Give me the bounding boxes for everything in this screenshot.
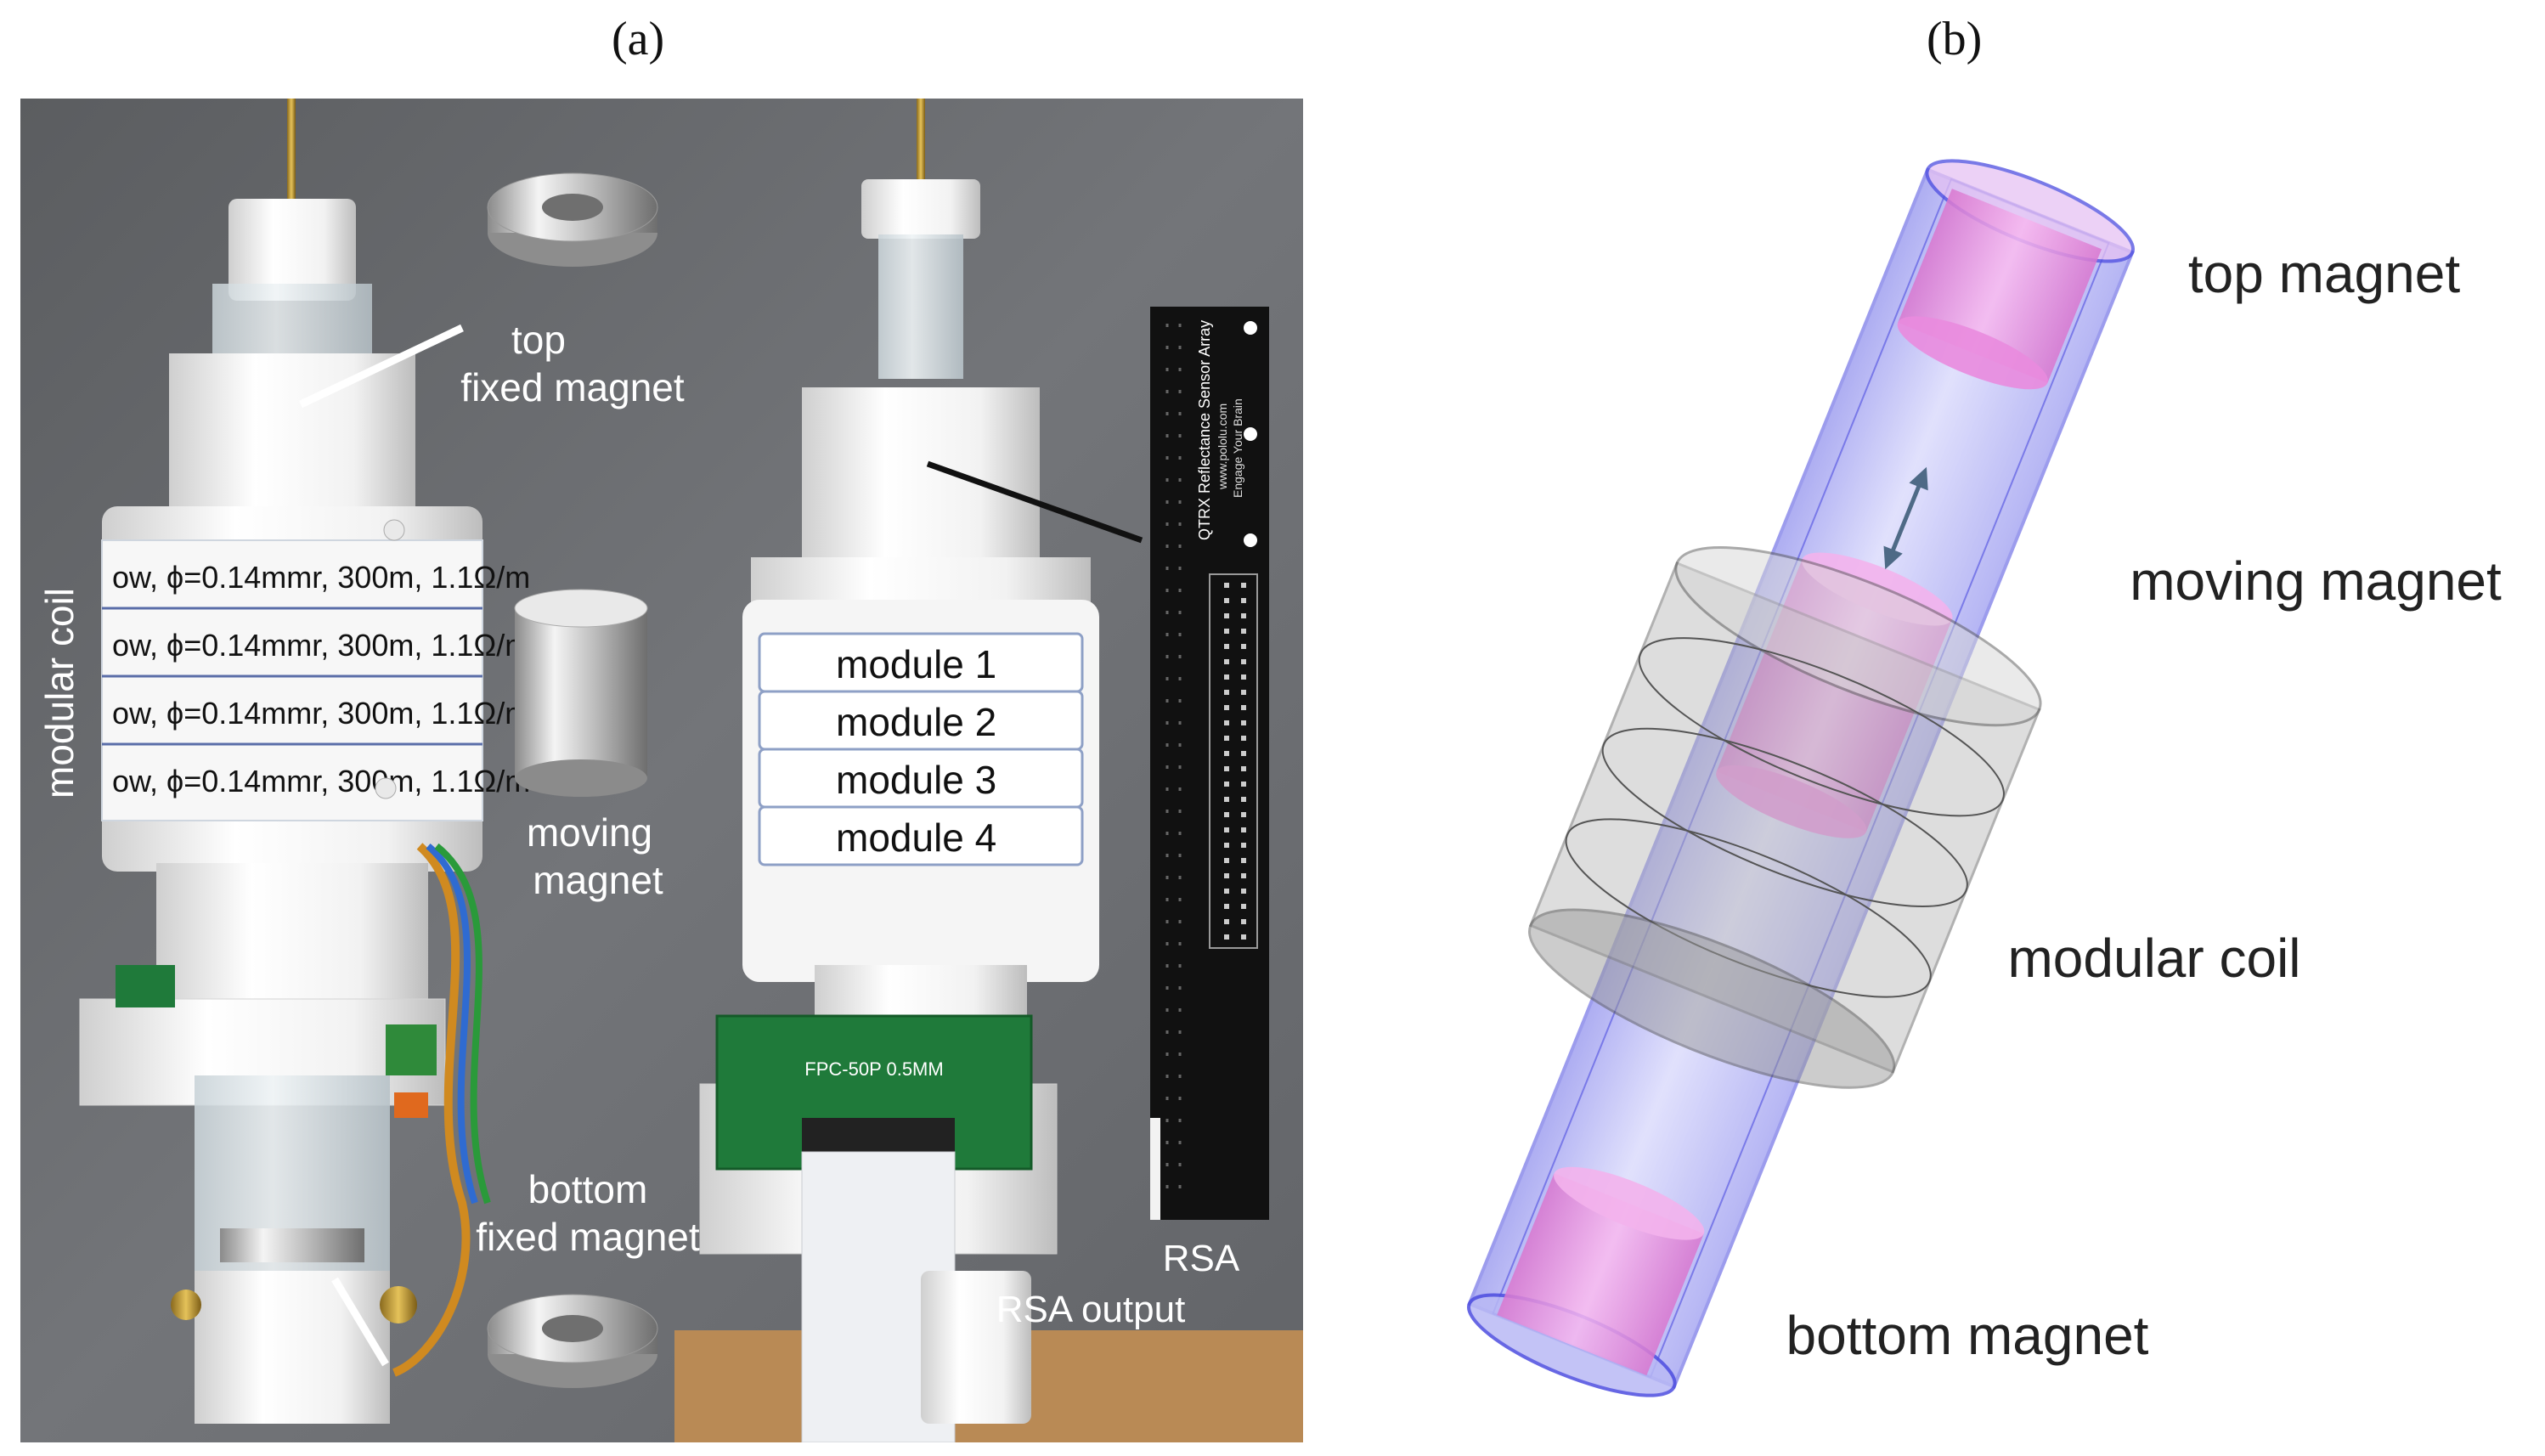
label-rsa: RSA bbox=[1163, 1238, 1240, 1279]
rsa-board: QTRX Reflectance Sensor Array www.pololu… bbox=[1150, 307, 1269, 1220]
rsa-pointer bbox=[926, 460, 1143, 544]
module-band-4 bbox=[758, 805, 1084, 866]
render-diagram: top magnet moving magnet modular coil bo… bbox=[1466, 159, 2502, 1397]
rsa-board-tag: Engage Your Brain bbox=[1231, 398, 1244, 498]
right-upper-body bbox=[802, 387, 1040, 566]
label-bottom-fixed-2: fixed magnet bbox=[476, 1215, 700, 1259]
label-rsa-output: RSA output bbox=[996, 1289, 1186, 1330]
coil-row-2: ow, ϕ=0.14mmr, 300m, 1.1Ω/m bbox=[112, 628, 530, 663]
coil-row-1: ow, ϕ=0.14mmr, 300m, 1.1Ω/m bbox=[112, 560, 530, 595]
label-moving-2: magnet bbox=[533, 858, 663, 902]
threaded-rod bbox=[287, 99, 296, 226]
bottom-magnet-inside bbox=[220, 1228, 364, 1262]
connector-orange bbox=[394, 1092, 428, 1118]
right-device: module 1 module 2 module 3 module 4 FPC-… bbox=[699, 99, 1099, 1443]
bottom-fixed-magnet bbox=[487, 1294, 658, 1388]
small-pcb bbox=[116, 965, 175, 1007]
brass-screw-left bbox=[171, 1290, 201, 1320]
right-top-tube bbox=[878, 234, 963, 379]
photo-panel: ow, ϕ=0.14mmr, 300m, 1.1Ω/m ow, ϕ=0.14mm… bbox=[20, 99, 1303, 1443]
photo-illustration: ow, ϕ=0.14mmr, 300m, 1.1Ω/m ow, ϕ=0.14mm… bbox=[20, 99, 1303, 1443]
brass-screw-right bbox=[380, 1286, 417, 1323]
right-bottom-cylinder bbox=[921, 1271, 1031, 1424]
module-label-1: module 1 bbox=[836, 642, 996, 686]
left-device: ow, ϕ=0.14mmr, 300m, 1.1Ω/m ow, ϕ=0.14mm… bbox=[79, 99, 530, 1424]
label-moving-1: moving bbox=[527, 810, 652, 855]
rsa-board-site: www.pololu.com bbox=[1216, 404, 1229, 490]
render-panel: top magnet moving magnet modular coil bo… bbox=[1359, 99, 2545, 1442]
label-top-fixed-2: fixed magnet bbox=[460, 365, 685, 409]
top-fixed-magnet bbox=[487, 172, 658, 267]
panel-a-label: (a) bbox=[612, 13, 665, 65]
right-top-cap bbox=[861, 179, 980, 239]
label-bottom-fixed-1: bottom bbox=[528, 1167, 648, 1211]
label-top-magnet: top magnet bbox=[2188, 243, 2460, 304]
modular-coil-3d bbox=[1528, 545, 2042, 1089]
rsa-board-label: QTRX Reflectance Sensor Array bbox=[1196, 320, 1213, 540]
connector-green bbox=[386, 1024, 437, 1075]
coil-row-4: ow, ϕ=0.14mmr, 300m, 1.1Ω/m bbox=[112, 764, 530, 799]
motion-arrow bbox=[1888, 477, 1924, 559]
module-label-4: module 4 bbox=[836, 815, 996, 860]
module-label-2: module 2 bbox=[836, 700, 996, 744]
coil-row-3: ow, ϕ=0.14mmr, 300m, 1.1Ω/m bbox=[112, 696, 530, 731]
bottom-magnet-pointer bbox=[331, 1277, 389, 1367]
fpc-board-label: FPC-50P 0.5MM bbox=[804, 1058, 943, 1080]
top-magnet-pointer bbox=[299, 324, 464, 409]
label-top-fixed-1: top bbox=[511, 318, 566, 362]
coil-label-band bbox=[101, 539, 483, 821]
module-label-3: module 3 bbox=[836, 758, 996, 802]
label-bottom-magnet: bottom magnet bbox=[1786, 1305, 2149, 1366]
panel-b-label: (b) bbox=[1927, 13, 1983, 65]
bottom-collar bbox=[195, 1271, 390, 1424]
moving-magnet bbox=[514, 589, 648, 797]
wire-bundle bbox=[392, 843, 471, 1377]
top-cap bbox=[229, 199, 356, 301]
label-modular-coil-b: modular coil bbox=[2007, 928, 2300, 989]
label-moving-magnet: moving magnet bbox=[2130, 550, 2502, 612]
label-modular-coil: modular coil bbox=[37, 588, 82, 799]
upper-holder bbox=[169, 353, 415, 506]
